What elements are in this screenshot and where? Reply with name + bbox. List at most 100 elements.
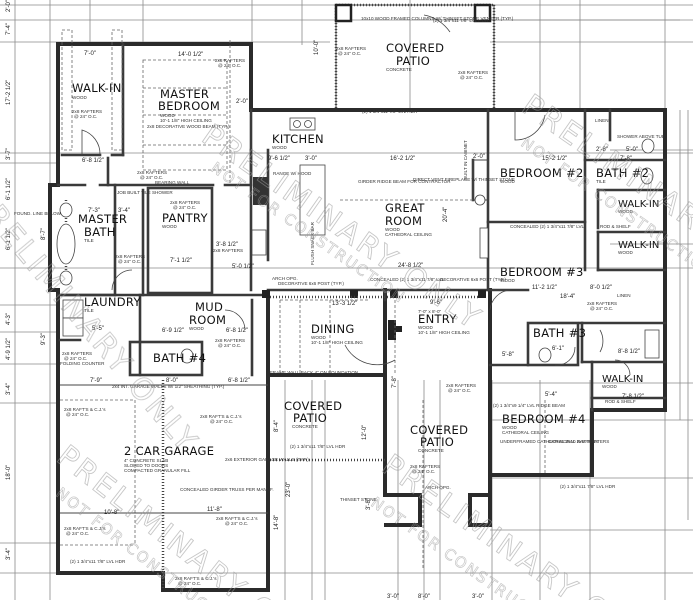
fixtures — [56, 117, 660, 364]
svg-text:BUILT IN CABINET: BUILT IN CABINET — [463, 140, 468, 180]
svg-text:CATHEDRAL CEILING: CATHEDRAL CEILING — [502, 430, 549, 435]
svg-text:DECORATIVE 6x6 POST (TYP.): DECORATIVE 6x6 POST (TYP.) — [278, 281, 344, 286]
svg-text:15'-2 1/2": 15'-2 1/2" — [542, 156, 567, 162]
svg-text:6'-8 1/2": 6'-8 1/2" — [228, 378, 250, 384]
svg-text:@ 24" O.C.: @ 24" O.C. — [210, 419, 233, 424]
svg-text:9'-6 1/2": 9'-6 1/2" — [268, 156, 290, 162]
svg-text:2x8 RAFTERS: 2x8 RAFTERS — [170, 200, 200, 205]
svg-text:7'-3": 7'-3" — [88, 208, 100, 214]
svg-text:10'-1 1/8" HIGH CEILING: 10'-1 1/8" HIGH CEILING — [160, 118, 212, 123]
svg-text:14'-0 1/2": 14'-0 1/2" — [178, 52, 203, 58]
svg-text:14'-8": 14'-8" — [274, 515, 280, 530]
bath-2-label: BATH #2 — [596, 166, 649, 180]
ceiling-lines — [60, 29, 546, 590]
svg-text:20'-4": 20'-4" — [443, 207, 449, 222]
svg-text:8'-7": 8'-7" — [41, 228, 47, 240]
svg-text:2x8 RAFTERS: 2x8 RAFTERS — [587, 301, 617, 306]
great-room-label-1: GREAT — [385, 201, 425, 215]
svg-text:9'-3": 9'-3" — [41, 333, 47, 345]
svg-text:WOOD: WOOD — [602, 384, 617, 389]
walk-in-2-label: WALK-IN — [618, 199, 659, 210]
svg-text:3'-0": 3'-0" — [472, 594, 484, 600]
walk-in-4-label: WALK-IN — [602, 374, 643, 385]
svg-text:(2) 1 3/4"x9 1/4" LVL RIDGE BE: (2) 1 3/4"x9 1/4" LVL RIDGE BEAM — [493, 403, 565, 408]
svg-text:WOOD: WOOD — [311, 335, 326, 340]
svg-text:(2) 1 3/4"x11 7/8" LVL HDR: (2) 1 3/4"x11 7/8" LVL HDR — [70, 559, 126, 564]
svg-text:9'-6": 9'-6" — [430, 300, 442, 306]
bath-4-label: BATH #4 — [153, 351, 206, 365]
svg-text:3'-4": 3'-4" — [6, 383, 12, 395]
svg-text:TILE: TILE — [84, 238, 94, 243]
svg-text:6'-1 1/2": 6'-1 1/2" — [6, 228, 12, 250]
svg-text:5'-5": 5'-5" — [92, 326, 104, 332]
svg-text:@ 24" O.C.: @ 24" O.C. — [225, 521, 248, 526]
svg-text:ROD & SHELF: ROD & SHELF — [600, 224, 631, 229]
svg-text:(2) 1 3/4"x11 7/8" LVL HDR: (2) 1 3/4"x11 7/8" LVL HDR — [362, 109, 418, 114]
svg-text:10x10 WOOD FRAMED COLUMNS W/ T: 10x10 WOOD FRAMED COLUMNS W/ THINSET STO… — [361, 16, 514, 21]
svg-text:FOUND. LINE BELOW: FOUND. LINE BELOW — [14, 211, 62, 216]
svg-text:ROD & SHELF: ROD & SHELF — [605, 399, 636, 404]
svg-text:THINSET STONE: THINSET STONE — [340, 497, 377, 502]
bath-3-label: BATH #3 — [533, 326, 586, 340]
svg-text:ARCH OPG.: ARCH OPG. — [272, 276, 298, 281]
svg-text:WOOD: WOOD — [500, 278, 515, 283]
svg-text:@ 24" O.C.: @ 24" O.C. — [218, 343, 241, 348]
svg-text:7'-1 1/2": 7'-1 1/2" — [170, 258, 192, 264]
svg-text:CONCEALED (2) 1 3/4"x11 7/8" L: CONCEALED (2) 1 3/4"x11 7/8" LVL — [510, 224, 585, 229]
svg-text:CONCEALED (2) 1 3/4"x11 7/8" L: CONCEALED (2) 1 3/4"x11 7/8" LVL — [370, 277, 445, 282]
svg-text:2x8 RAFT'S & C.J.'s: 2x8 RAFT'S & C.J.'s — [64, 407, 106, 412]
svg-text:16'-2 1/2": 16'-2 1/2" — [390, 156, 415, 162]
walk-in-3-label: WALK-IN — [618, 240, 659, 251]
svg-text:@ 24" O.C.: @ 24" O.C. — [66, 412, 89, 417]
svg-text:2x8 RAFTERS: 2x8 RAFTERS — [446, 383, 476, 388]
svg-text:7'-0": 7'-0" — [84, 51, 96, 57]
svg-text:3'-0": 3'-0" — [387, 594, 399, 600]
svg-text:2x8 RAFTERS: 2x8 RAFTERS — [410, 464, 440, 469]
svg-text:@ 24" O.C.: @ 24" O.C. — [173, 205, 196, 210]
svg-text:(2) 1 3/4"x11 7/8" LVL HDR: (2) 1 3/4"x11 7/8" LVL HDR — [290, 444, 346, 449]
svg-text:@ 24" O.C.: @ 24" O.C. — [412, 469, 435, 474]
svg-text:2x4 INT. GARAGE WALLS W/ 1/2": 2x4 INT. GARAGE WALLS W/ 1/2" SHEATHING … — [112, 384, 225, 389]
svg-text:JOB BUILT TILE SHOWER: JOB BUILT TILE SHOWER — [117, 190, 173, 195]
svg-text:2x8 DECORATIVE WOOD BEAM (TYP.: 2x8 DECORATIVE WOOD BEAM (TYP.) — [147, 124, 230, 129]
svg-text:6'-8 1/2": 6'-8 1/2" — [226, 328, 248, 334]
covered-patio-rear-label-2: PATIO — [396, 54, 430, 68]
svg-text:FOLDING COUNTER: FOLDING COUNTER — [60, 361, 105, 366]
svg-text:8'-0": 8'-0" — [166, 378, 178, 384]
svg-text:DECORATIVE 6x6 POST (TYP.): DECORATIVE 6x6 POST (TYP.) — [440, 277, 506, 282]
svg-text:WOOD: WOOD — [160, 113, 175, 118]
svg-text:2x8 RAFTERS: 2x8 RAFTERS — [336, 46, 366, 51]
covered-patio-side-label-2: PATIO — [293, 411, 327, 425]
bathtub-icon — [56, 223, 76, 265]
svg-text:18'-4": 18'-4" — [560, 294, 575, 300]
mud-room-label-2: ROOM — [189, 313, 226, 327]
svg-text:7'-8 1/2": 7'-8 1/2" — [622, 394, 644, 400]
svg-text:@ 24" O.C.: @ 24" O.C. — [590, 306, 613, 311]
svg-text:2'-0": 2'-0" — [473, 154, 485, 160]
covered-patio-rear — [334, 3, 496, 111]
dining-label: DINING — [311, 322, 355, 336]
svg-text:10'-8": 10'-8" — [104, 510, 119, 516]
svg-text:WOOD: WOOD — [272, 145, 287, 150]
svg-text:6'-8 1/2": 6'-8 1/2" — [82, 158, 104, 164]
svg-text:@ 24" O.C.: @ 24" O.C. — [338, 51, 361, 56]
svg-text:WOOD: WOOD — [502, 425, 517, 430]
svg-text:WOOD: WOOD — [500, 179, 515, 184]
svg-text:CONCRETE: CONCRETE — [292, 424, 318, 429]
svg-text:FLUSH SNACK BAR: FLUSH SNACK BAR — [310, 221, 315, 265]
range-icon — [253, 177, 268, 205]
svg-text:@ 24" O.C.: @ 24" O.C. — [448, 388, 471, 393]
svg-text:17'-2 1/2": 17'-2 1/2" — [6, 80, 12, 105]
svg-text:12'-0": 12'-0" — [362, 425, 368, 440]
svg-text:2'-0": 2'-0" — [6, 0, 12, 12]
svg-text:RANGE W/ HOOD: RANGE W/ HOOD — [273, 171, 312, 176]
svg-text:2x8 RAFTERS: 2x8 RAFTERS — [72, 109, 102, 114]
svg-text:2x8 RAFTERS: 2x8 RAFTERS — [215, 58, 245, 63]
svg-text:(2) 1 3/4"x11 7/8" LVL HDR: (2) 1 3/4"x11 7/8" LVL HDR — [433, 18, 489, 23]
svg-text:11'-2 1/2": 11'-2 1/2" — [532, 285, 557, 291]
svg-text:@ 24" O.C.: @ 24" O.C. — [74, 114, 97, 119]
svg-text:3'-4": 3'-4" — [6, 548, 12, 560]
svg-text:DIRECT VENT FIREPLACE W/ THINS: DIRECT VENT FIREPLACE W/ THINSET STONE — [413, 177, 515, 182]
